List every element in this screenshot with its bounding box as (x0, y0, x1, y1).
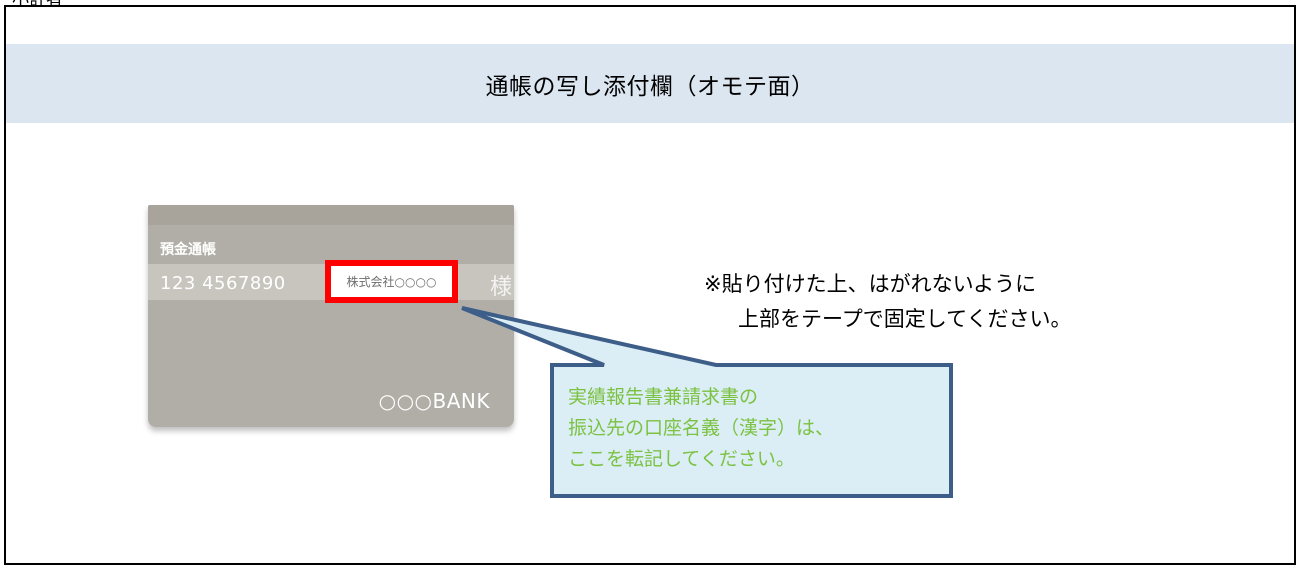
passbook-type-label: 預金通帳 (160, 242, 216, 258)
account-number: 123 4567890 (160, 273, 286, 294)
passbook-image: 預金通帳 123 4567890 株式会社○○○○ 様 ○○○BANK (148, 205, 514, 427)
callout-message: 実績報告書兼請求書の 振込先の口座名義（漢字）は、 ここを転記してください。 (568, 382, 940, 475)
honorific-char: 様 (490, 275, 513, 300)
section-header: 通帳の写し添付欄（オモテ面） (6, 44, 1294, 123)
callout-line-2: 振込先の口座名義（漢字）は、 (568, 417, 835, 439)
instruction-line-2: 上部をテープで固定してください。 (738, 307, 1072, 331)
bank-name: ○○○BANK (378, 389, 490, 413)
section-title: 通帳の写し添付欄（オモテ面） (485, 73, 815, 100)
passbook-top-band (148, 205, 514, 225)
account-name: 株式会社○○○○ (346, 275, 437, 289)
attach-instruction: ※貼り付けた上、はがれないように 上部をテープで固定してください。 (704, 267, 1184, 337)
callout-line-1: 実績報告書兼請求書の (568, 386, 759, 408)
instruction-line-1: ※貼り付けた上、はがれないように (704, 272, 1037, 296)
account-name-highlight: 株式会社○○○○ (325, 260, 458, 303)
callout-line-3: ここを転記してください。 (568, 448, 795, 470)
